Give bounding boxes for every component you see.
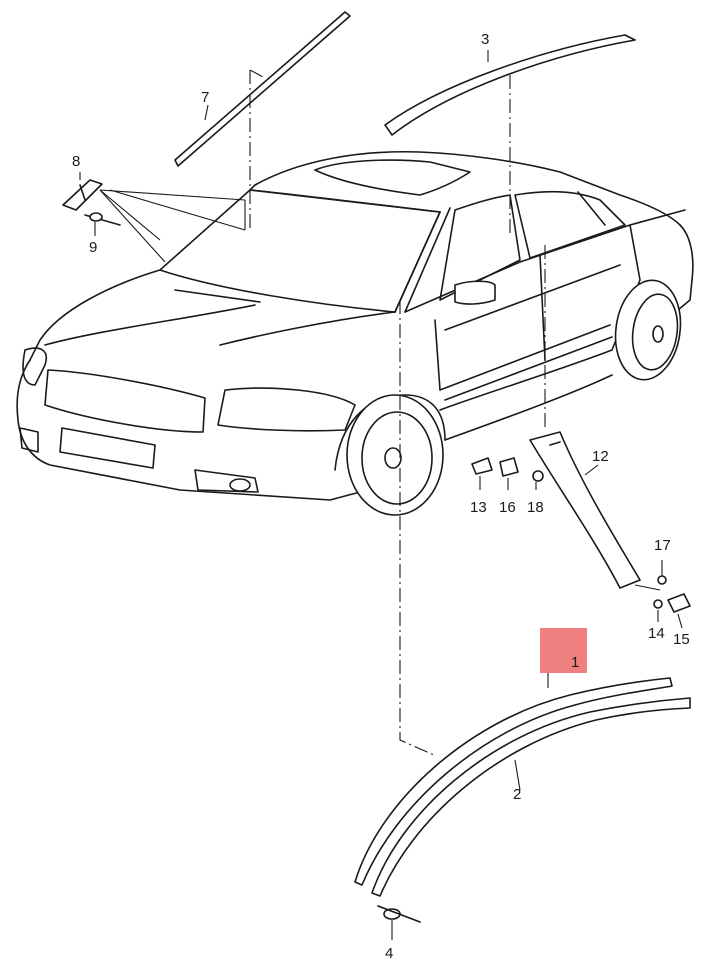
callout-13[interactable]: 13 [470, 499, 487, 516]
callout-9[interactable]: 9 [89, 239, 97, 256]
part-7-moulding [174, 11, 351, 230]
callout-7[interactable]: 7 [201, 89, 209, 106]
callout-2[interactable]: 2 [513, 786, 521, 803]
part-12-pillar-trim [471, 245, 691, 629]
callout-12[interactable]: 12 [592, 448, 609, 465]
callout-labels: 1 2 3 4 7 8 9 12 13 14 15 16 17 18 [72, 31, 690, 960]
callout-8[interactable]: 8 [72, 153, 80, 170]
callout-17[interactable]: 17 [654, 537, 671, 554]
callout-1[interactable]: 1 [571, 654, 579, 671]
callout-15[interactable]: 15 [673, 631, 690, 648]
car-illustration [16, 150, 694, 516]
callout-16[interactable]: 16 [499, 499, 516, 516]
callout-3[interactable]: 3 [481, 31, 489, 48]
callout-14[interactable]: 14 [648, 625, 665, 642]
highlight-box-1 [540, 628, 587, 673]
part-8-bracket [62, 172, 246, 263]
part-1-2-mouldings [354, 300, 691, 940]
callout-18[interactable]: 18 [527, 499, 544, 516]
callout-4[interactable]: 4 [385, 945, 393, 960]
part-3-moulding [384, 34, 636, 235]
